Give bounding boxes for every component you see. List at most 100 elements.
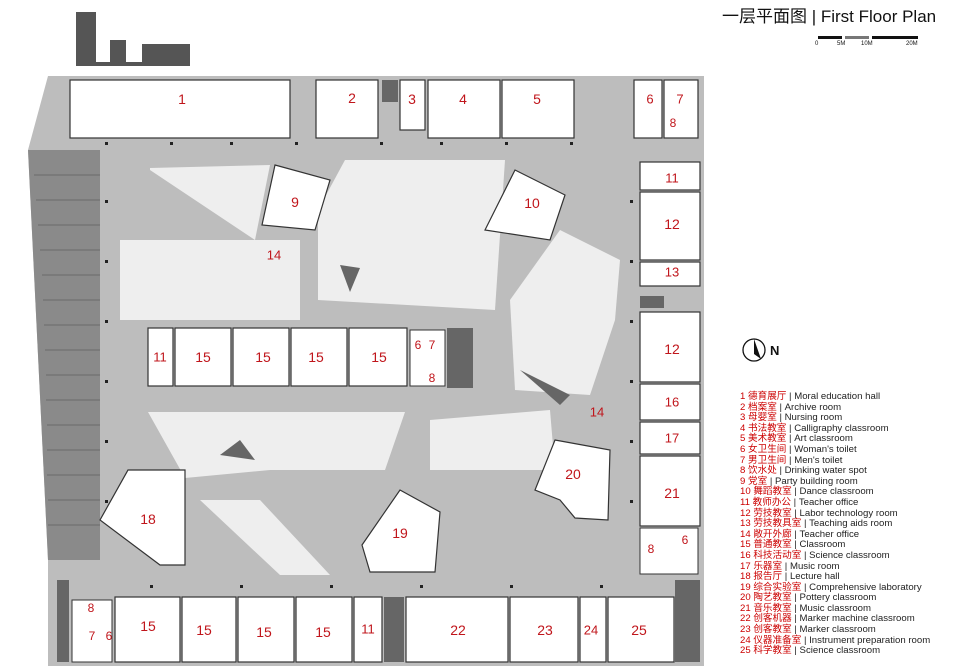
scale-label: 5M (837, 41, 846, 47)
room-label-15: 15 (140, 618, 156, 634)
room-label-7: 7 (676, 92, 683, 107)
legend-item: 22 创客机器 | Marker machine classroom (740, 613, 915, 625)
legend-number: 24 (740, 634, 751, 646)
room-label-12: 12 (664, 341, 680, 357)
legend-english-name: Marker machine classroom (799, 613, 915, 625)
legend-number: 25 (740, 645, 751, 657)
courtyard-southeast (430, 410, 555, 470)
legend-chinese-name: 科技活动室 (753, 549, 802, 561)
legend-item: 10 舞蹈教室 | Dance classroom (740, 486, 874, 498)
legend-number: 13 (740, 518, 751, 530)
legend-chinese-name: 美术教室 (748, 433, 787, 445)
room-label-18: 18 (140, 511, 156, 527)
room-label-8: 8 (670, 116, 677, 130)
room-label-19: 19 (392, 525, 408, 541)
legend-chinese-name: 创客教室 (753, 624, 792, 636)
legend-item: 7 男卫生间 | Men's toilet (740, 454, 843, 466)
stepped-seating (28, 150, 100, 560)
legend-chinese-name: 仪器准备室 (753, 634, 802, 646)
legend-english-name: Labor technology room (799, 507, 898, 519)
legend-item: 5 美术教室 | Art classroom (740, 433, 853, 445)
room-label-14: 14 (267, 248, 281, 263)
legend-item: 11 教师办公 | Teacher office (740, 496, 859, 508)
room-label-15: 15 (315, 624, 331, 640)
legend-item: 8 饮水处 | Drinking water spot (740, 465, 867, 477)
legend-chinese-name: 劳技教室 (753, 507, 792, 519)
legend-number: 4 (740, 422, 746, 434)
room-label-9: 9 (291, 194, 299, 210)
room-label-21: 21 (664, 485, 680, 501)
legend-item: 15 普通教室 | Classroom (740, 539, 846, 551)
legend-item: 18 报告厅 | Lecture hall (740, 571, 840, 583)
legend-number: 20 (740, 592, 751, 604)
room-label-16: 16 (665, 395, 679, 410)
room-label-7: 7 (89, 629, 96, 643)
room-label-8: 8 (88, 601, 95, 615)
room-label-24: 24 (584, 623, 598, 638)
legend-number: 5 (740, 433, 746, 445)
room-label-15: 15 (256, 624, 272, 640)
room-label-12: 12 (664, 216, 680, 232)
legend-number: 23 (740, 624, 751, 636)
room-label-11: 11 (665, 171, 679, 186)
legend-english-name: Pottery classroom (799, 592, 877, 604)
legend-english-name: Calligraphy classroom (794, 422, 889, 434)
north-arrow-icon (742, 338, 766, 362)
courtyard-nw (150, 165, 270, 240)
legend-number: 8 (740, 465, 746, 477)
legend-item: 6 女卫生间 | Woman's toilet (740, 443, 857, 455)
entrance-ramp (76, 12, 190, 66)
room-label-20: 20 (565, 466, 581, 482)
room-label-15: 15 (371, 349, 387, 365)
legend-item: 13 劳技教具室 | Teaching aids room (740, 518, 893, 530)
legend-item: 14 敞开外廊 | Teacher office (740, 528, 860, 540)
legend-item: 4 书法教室 | Calligraphy classroom (740, 422, 889, 434)
legend-item: 21 音乐教室 | Music classroom (740, 602, 871, 614)
legend-english-name: Instrument preparation room (809, 634, 931, 646)
room-label-6: 6 (415, 338, 422, 352)
legend-item: 19 综合实验室 | Comprehensive laboratory (740, 581, 922, 593)
scale-label: 10M (861, 41, 873, 47)
scale-segment (872, 36, 918, 39)
legend-number: 1 (740, 391, 746, 402)
legend-chinese-name: 陶艺教室 (753, 592, 792, 604)
courtyard-southwest-lower (200, 500, 330, 575)
legend-number: 21 (740, 602, 751, 614)
room-label-13: 13 (665, 265, 679, 280)
room-label-15: 15 (308, 349, 324, 365)
room-label-6: 6 (106, 629, 113, 643)
legend-item: 3 母婴室 | Nursing room (740, 412, 843, 424)
legend-english-name: Teacher office (799, 528, 860, 540)
room-label-11: 11 (361, 622, 375, 637)
legend-number: 6 (740, 443, 746, 455)
room-label-10: 10 (524, 195, 540, 211)
legend-english-name: Marker classroom (799, 624, 876, 636)
courtyard-south (148, 412, 405, 478)
room-label-15: 15 (255, 349, 271, 365)
columns (105, 142, 633, 588)
room-label-23: 23 (537, 622, 553, 638)
room-label-6: 6 (682, 533, 689, 547)
legend-number: 9 (740, 475, 746, 487)
stairs (57, 80, 700, 662)
room-label-8: 8 (648, 542, 655, 556)
legend-number: 2 (740, 401, 746, 413)
legend-chinese-name: 档案室 (748, 401, 777, 413)
legend-number: 16 (740, 549, 751, 561)
legend-number: 22 (740, 613, 751, 625)
room-label-15: 15 (195, 349, 211, 365)
room-label-17: 17 (665, 431, 679, 446)
legend-chinese-name: 党室 (748, 475, 768, 487)
courtyard-east (510, 230, 620, 395)
legend-chinese-name: 科学教室 (753, 645, 792, 657)
scale-segment (818, 36, 842, 39)
page-title: 一层平面图 | First Floor Plan (722, 7, 937, 26)
legend-item: 2 档案室 | Archive room (740, 401, 842, 413)
legend-english-name: Teaching aids room (809, 518, 893, 530)
legend-english-name: Nursing room (784, 412, 843, 424)
north-label: N (770, 342, 780, 358)
room-label-3: 3 (408, 91, 416, 107)
legend-chinese-name: 母婴室 (748, 412, 777, 424)
legend-chinese-name: 敞开外廊 (753, 528, 792, 540)
